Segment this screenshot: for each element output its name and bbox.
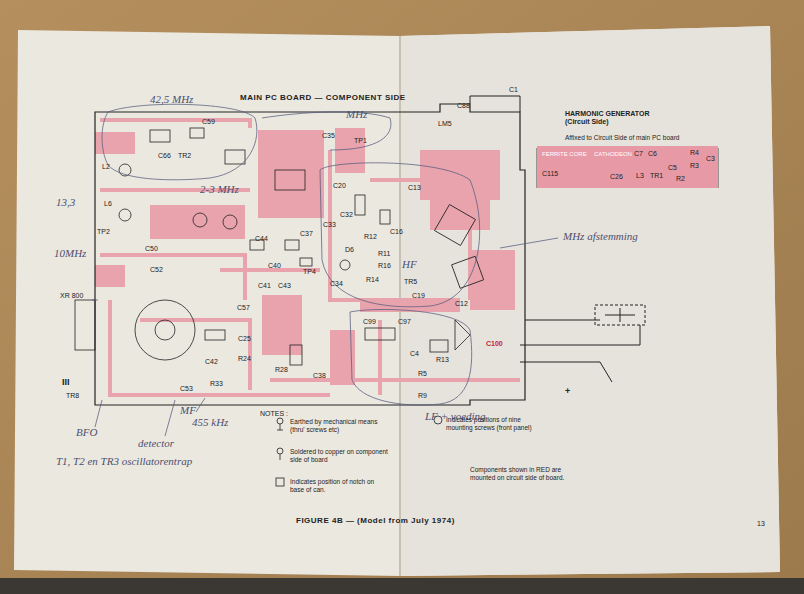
component-label: XR 800 bbox=[60, 292, 83, 299]
component-label: R13 bbox=[436, 356, 449, 363]
handwritten-note: 455 kHz bbox=[192, 416, 228, 428]
handwritten-note: MF bbox=[180, 404, 196, 416]
component-label: C115 bbox=[542, 170, 558, 177]
component-label: R5 bbox=[418, 370, 427, 377]
note-text: Soldered to copper on component side of … bbox=[290, 448, 390, 464]
handwritten-note: MHz afstemming bbox=[563, 230, 638, 242]
component-label: C88 bbox=[457, 102, 470, 109]
board-title: MAIN PC BOARD — COMPONENT SIDE bbox=[240, 93, 406, 102]
component-label: R3 bbox=[690, 162, 699, 169]
component-label: C3 bbox=[706, 155, 715, 162]
component-label: C35 bbox=[322, 132, 335, 139]
component-label: C34 bbox=[330, 280, 343, 287]
board-mark: III bbox=[62, 377, 70, 387]
component-label: C20 bbox=[333, 182, 346, 189]
handwritten-note: MHz bbox=[346, 108, 367, 120]
core-label: CATHODEON bbox=[594, 151, 632, 157]
component-label: C37 bbox=[300, 230, 313, 237]
component-label: C40 bbox=[268, 262, 281, 269]
component-label: R11 bbox=[378, 250, 390, 257]
note-text: Indicates positions of nine mounting scr… bbox=[446, 416, 546, 432]
component-label: 13 bbox=[757, 520, 765, 527]
component-label: TP2 bbox=[97, 228, 110, 235]
component-label: R28 bbox=[275, 366, 288, 373]
note-text: Components shown in RED are mounted on c… bbox=[470, 466, 565, 482]
component-label: L6 bbox=[104, 200, 112, 207]
component-label: C16 bbox=[390, 228, 403, 235]
component-label: TR2 bbox=[178, 152, 191, 159]
component-label: C38 bbox=[313, 372, 326, 379]
handwritten-note: BFO bbox=[76, 426, 97, 438]
component-label: TP1 bbox=[354, 137, 367, 144]
board-mark: + bbox=[565, 386, 570, 396]
component-label: NOTES : bbox=[260, 410, 288, 417]
component-label: TP4 bbox=[303, 268, 316, 275]
component-label: C44 bbox=[255, 235, 268, 242]
component-label: R12 bbox=[364, 233, 377, 240]
component-label: C26 bbox=[610, 173, 623, 180]
section-heading: HARMONIC GENERATOR (Circuit Side) bbox=[565, 110, 655, 127]
component-label: C42 bbox=[205, 358, 218, 365]
component-label: C4 bbox=[410, 350, 419, 357]
component-label: C41 bbox=[258, 282, 271, 289]
component-label: C12 bbox=[455, 300, 468, 307]
component-label: C50 bbox=[145, 245, 158, 252]
component-label: C5 bbox=[668, 164, 677, 171]
component-label: C33 bbox=[323, 221, 336, 228]
component-label: C52 bbox=[150, 266, 163, 273]
component-label: C6 bbox=[648, 150, 657, 157]
component-label: TR8 bbox=[66, 392, 79, 399]
component-label: C43 bbox=[278, 282, 291, 289]
component-label: C53 bbox=[180, 385, 193, 392]
component-label: R14 bbox=[366, 276, 379, 283]
component-label: R33 bbox=[210, 380, 223, 387]
component-label: R16 bbox=[378, 262, 391, 269]
component-label: D6 bbox=[345, 246, 354, 253]
handwritten-note: 42,5 MHz bbox=[150, 93, 193, 105]
component-label: L3 bbox=[636, 172, 644, 179]
component-label: C59 bbox=[202, 118, 215, 125]
component-label: C66 bbox=[158, 152, 171, 159]
figure-caption: FIGURE 4B — (Model from July 1974) bbox=[296, 516, 455, 525]
handwritten-note: 13,3 bbox=[56, 196, 75, 208]
component-label: C100 bbox=[486, 340, 503, 347]
component-label: C1 bbox=[509, 86, 518, 93]
component-label: TR1 bbox=[650, 172, 663, 179]
component-label: R2 bbox=[676, 175, 685, 182]
component-label: L2 bbox=[102, 163, 110, 170]
component-label: C13 bbox=[408, 184, 421, 191]
handwritten-note: detector bbox=[138, 437, 174, 449]
component-label: C32 bbox=[340, 211, 353, 218]
component-label: C19 bbox=[412, 292, 425, 299]
handwritten-note: T1, T2 en TR3 oscillatorentrap bbox=[56, 455, 192, 467]
component-label: C99 bbox=[363, 318, 376, 325]
component-label: C97 bbox=[398, 318, 411, 325]
handwritten-note: 2-3 MHz bbox=[200, 183, 239, 195]
component-label: R9 bbox=[418, 392, 427, 399]
component-label: R24 bbox=[238, 355, 251, 362]
component-label: R4 bbox=[690, 149, 699, 156]
component-label: TR5 bbox=[404, 278, 417, 285]
component-label: C7 bbox=[634, 150, 643, 157]
component-label: C25 bbox=[238, 335, 251, 342]
note-text: Indicates position of notch on base of c… bbox=[290, 478, 390, 494]
component-label: LM5 bbox=[438, 120, 452, 127]
note-text: Earthed by mechanical means (thru' screw… bbox=[290, 418, 390, 434]
section-note: Affixed to Circuit Side of main PC board bbox=[565, 134, 679, 142]
handwritten-note: HF bbox=[402, 258, 417, 270]
handwritten-note: 10MHz bbox=[54, 247, 86, 259]
core-label: FERRITE CORE bbox=[542, 151, 587, 157]
component-label: C57 bbox=[237, 304, 250, 311]
